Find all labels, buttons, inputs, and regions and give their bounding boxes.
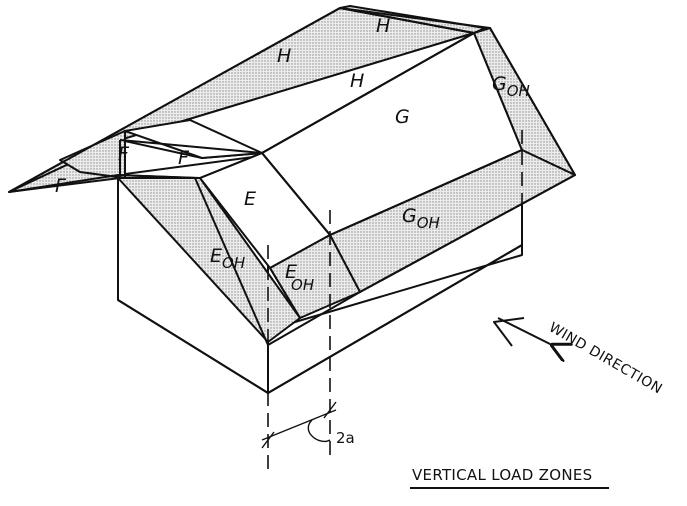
wind-direction-label: WIND DIRECTION [546,320,665,398]
dimension-line [261,409,337,441]
ridge-cap [339,7,475,34]
zone-label-e-oh-eave-sub: OH [291,276,314,294]
e-divider [261,152,331,236]
eave-inner-line [329,149,523,236]
ridge-line [261,32,475,154]
zone-label-g-oh-rake-sub: OH [507,82,530,100]
zone-label-e-oh-rake: EOH [210,245,245,272]
zone-label-e-oh-rake-sub: OH [222,254,245,272]
zone-label-e: E [244,188,256,210]
zone-label-e-oh-eave-base: E [285,261,297,283]
zone-label-g-oh-eave-base: G [402,205,417,227]
e-oh-divider [269,267,301,319]
gable-top-right [117,174,201,179]
zone-label-f-left: F [55,175,67,197]
wind-arrow [497,317,552,345]
hip-line [199,152,263,179]
zone-label-f-mid: F [118,143,130,165]
zone-label-g-oh-eave: GOH [402,205,440,232]
zone-label-g: G [395,106,410,128]
zone-label-f-right: F [178,147,190,169]
dimension-label: 2a [336,429,355,447]
gable-top-left [119,139,263,154]
zone-label-h-top: H [376,15,390,37]
dimension-tick-left [261,431,275,449]
wall-base-left [117,299,269,394]
zone-label-g-oh-eave-sub: OH [417,214,440,232]
zone-label-h-mid: H [350,70,364,92]
dimension-tick-right [323,401,337,419]
caption-title: VERTICAL LOAD ZONES [412,466,592,484]
dimension-leader [307,419,331,443]
zone-label-g-oh-rake-base: G [492,73,507,95]
zone-label-e-oh-rake-base: E [210,245,222,267]
wall-base-right [267,244,523,394]
zone-label-h-left: H [277,45,291,67]
zone-label-g-oh-rake: GOH [492,73,530,100]
wind-arrow-head [493,317,525,347]
